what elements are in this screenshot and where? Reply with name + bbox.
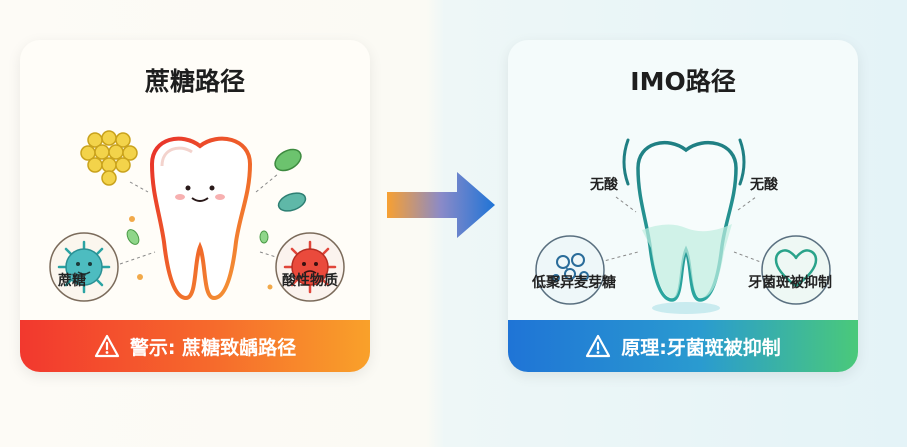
green-germ-icon	[126, 148, 307, 290]
acid-germ-icon	[275, 232, 345, 302]
sucrose-pathway-title: 蔗糖路径	[144, 67, 245, 96]
sucrose-illustration	[49, 130, 345, 302]
bacteria-icon	[49, 232, 119, 302]
sugar-granules-icon	[80, 130, 138, 186]
no-acid-label-left: 无酸	[590, 177, 618, 193]
sucrose-pathway-card: 蔗糖路径	[20, 40, 370, 372]
imo-illustration	[535, 138, 831, 314]
imo-label: 低聚异麦芽糖	[532, 275, 616, 291]
warning-banner-text: 警示: 蔗糖致龋路径	[129, 336, 297, 359]
plaque-inhibited-label: 牙菌斑被抑制	[748, 275, 832, 291]
acid-label: 酸性物质	[282, 273, 338, 289]
molecule-icon	[535, 235, 605, 305]
warning-icon	[94, 334, 119, 358]
right-arrow-icon	[387, 172, 495, 238]
warning-banner: 警示: 蔗糖致龋路径	[20, 320, 370, 372]
principle-banner: 原理:牙菌斑被抑制	[508, 320, 858, 372]
warning-icon	[586, 334, 611, 358]
imo-pathway-card: IMO路径	[508, 40, 858, 372]
tooth-icon	[149, 136, 253, 301]
heart-icon	[761, 235, 831, 305]
tooth-icon	[636, 140, 738, 314]
sucrose-label: 蔗糖	[58, 273, 86, 289]
no-acid-label-right: 无酸	[750, 177, 778, 193]
imo-pathway-title: IMO路径	[630, 67, 736, 96]
principle-banner-text: 原理:牙菌斑被抑制	[621, 336, 781, 359]
